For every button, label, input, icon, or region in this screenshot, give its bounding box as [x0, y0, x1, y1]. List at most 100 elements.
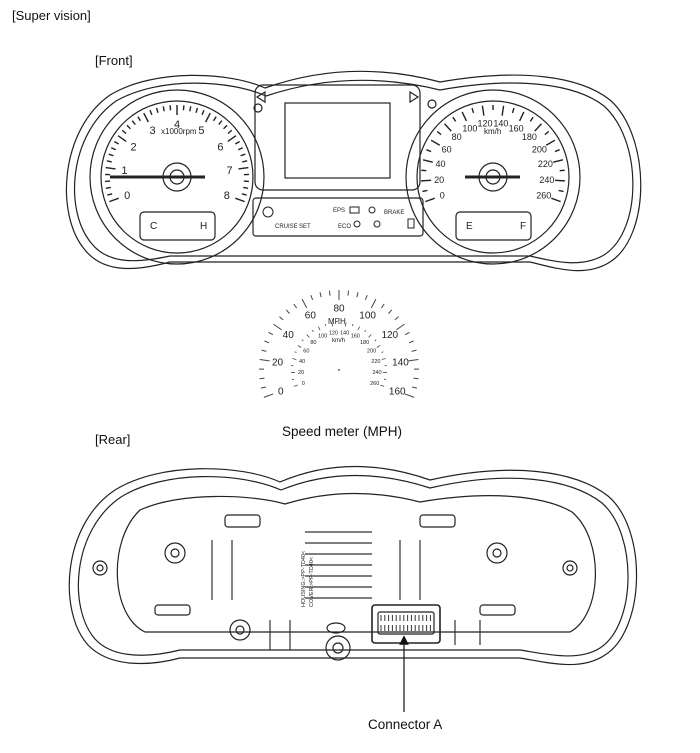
mph-inner-minor-tick: [311, 329, 314, 333]
speedometer-minor-tick: [558, 189, 564, 193]
battery-lamp-icon: [349, 206, 360, 214]
mph-inner-number: 100: [318, 334, 327, 340]
speedometer-ticks: [421, 105, 565, 203]
housing-stamp-2: COVER:>PP-TD40<: [309, 557, 315, 607]
tachometer-minor-tick: [126, 124, 131, 130]
speedometer-number: 60: [442, 145, 452, 155]
boss-bottom-center: [325, 635, 351, 661]
tachometer-minor-tick: [237, 147, 244, 151]
turn-left-arrow-icon: [255, 90, 266, 104]
speedometer-number: 40: [436, 159, 446, 169]
front-cluster: [65, 70, 642, 272]
speedometer-number: 220: [538, 159, 553, 169]
speedometer-major-tick: [554, 179, 565, 182]
mph-inner-minor-tick: [324, 323, 326, 327]
mph-inner-number: 200: [367, 348, 376, 354]
speedometer-minor-tick: [529, 116, 534, 122]
mph-inner-minor-tick: [352, 323, 354, 327]
mph-outer-number: 160: [389, 387, 406, 398]
mph-inner-number: 20: [298, 370, 304, 376]
tachometer-rim: [89, 89, 265, 265]
tachometer-minor-tick: [223, 124, 228, 130]
mph-outer-minor-tick: [411, 349, 417, 352]
mph-inner-number: 220: [371, 359, 380, 365]
tachometer-minor-tick: [242, 160, 248, 163]
mph-outer-major-tick: [301, 298, 308, 309]
speedometer-major-tick: [421, 179, 432, 182]
tachometer-major-tick: [105, 166, 116, 170]
mph-outer-major-tick: [396, 323, 405, 331]
connector-pins: [380, 615, 431, 631]
rear-housing-outer: [68, 465, 638, 666]
mph-outer-minor-tick: [388, 309, 393, 314]
tachometer-ticks: [105, 105, 249, 203]
tachometer-major-tick: [227, 135, 237, 143]
mph-inner-number: 160: [351, 334, 360, 340]
speedometer-major-tick: [545, 139, 556, 146]
mph-outer-minor-tick: [319, 292, 322, 298]
mph-inner-number: 80: [310, 340, 316, 346]
mph-inner-minor-tick: [294, 351, 297, 353]
mph-outer-unit: MPH: [328, 317, 346, 326]
speedometer-unit: km/h: [484, 127, 501, 136]
speedometer-number: 240: [539, 175, 554, 185]
lamp-eco: ECO: [338, 224, 351, 230]
mph-outer-minor-tick: [394, 316, 399, 321]
tachometer-minor-tick: [240, 153, 246, 157]
speedometer-minor-tick: [426, 149, 432, 153]
mph-outer-minor-tick: [364, 294, 368, 300]
front-bezel-inner: [73, 79, 634, 264]
tachometer-number: 8: [224, 190, 230, 202]
mph-inner-number: 140: [340, 330, 349, 336]
mph-outer-minor-tick: [411, 386, 418, 389]
speedometer-caption: Speed meter (MPH): [282, 424, 403, 439]
fuel-gauge-window: [455, 211, 532, 241]
tachometer-minor-tick: [227, 129, 233, 135]
boss-right: [486, 542, 508, 564]
mph-inner-unit: km/h: [332, 338, 345, 344]
mph-inner-number: 0: [302, 381, 305, 387]
tachometer-minor-tick: [108, 153, 114, 157]
front-label: [Front]: [95, 53, 133, 68]
mph-inner-major-tick: [293, 384, 298, 387]
mph-outer-major-tick: [404, 393, 415, 398]
slot-top-left: [224, 514, 261, 528]
speedometer-number: 180: [522, 132, 537, 142]
tachometer-unit: x1000rpm: [161, 127, 197, 136]
speedometer-major-tick: [461, 111, 468, 122]
speedometer-minor-tick: [436, 130, 442, 136]
tachometer-minor-tick: [212, 116, 217, 122]
mph-inner-major-tick: [297, 345, 302, 348]
tachometer-minor-tick: [131, 120, 136, 126]
tachometer-minor-tick: [113, 140, 120, 145]
speedometer-major-tick: [481, 105, 485, 116]
tachometer-minor-tick: [189, 106, 192, 112]
mph-inner-number: 40: [299, 359, 305, 365]
connector-label: Connector A: [368, 717, 443, 732]
mph-outer-minor-tick: [404, 331, 410, 336]
tachometer-minor-tick: [243, 186, 249, 189]
mph-inner-minor-tick: [381, 351, 384, 353]
mph-inner-number: 120: [329, 330, 338, 336]
mph-outer-major-tick: [259, 359, 270, 362]
temp-cold-label: C: [150, 221, 157, 232]
speedometer-minor-tick: [511, 107, 515, 114]
speedometer-major-tick: [425, 197, 435, 203]
tachometer-minor-tick: [121, 129, 127, 135]
tachometer-minor-tick: [241, 193, 247, 196]
seatbelt-lamp-icon: [353, 220, 361, 228]
mph-outer-number: 120: [381, 330, 398, 341]
mph-inner-major-tick: [368, 334, 372, 338]
mph-outer-minor-tick: [310, 294, 314, 300]
mph-inner-number: 60: [303, 348, 309, 354]
mph-inner-major-tick: [318, 326, 321, 331]
temp-gauge-window: [139, 211, 216, 241]
tachometer-minor-tick: [201, 109, 205, 116]
speedometer-major-tick: [551, 197, 561, 203]
mph-outer-minor-tick: [259, 377, 265, 380]
mph-center-dot: [338, 369, 340, 371]
